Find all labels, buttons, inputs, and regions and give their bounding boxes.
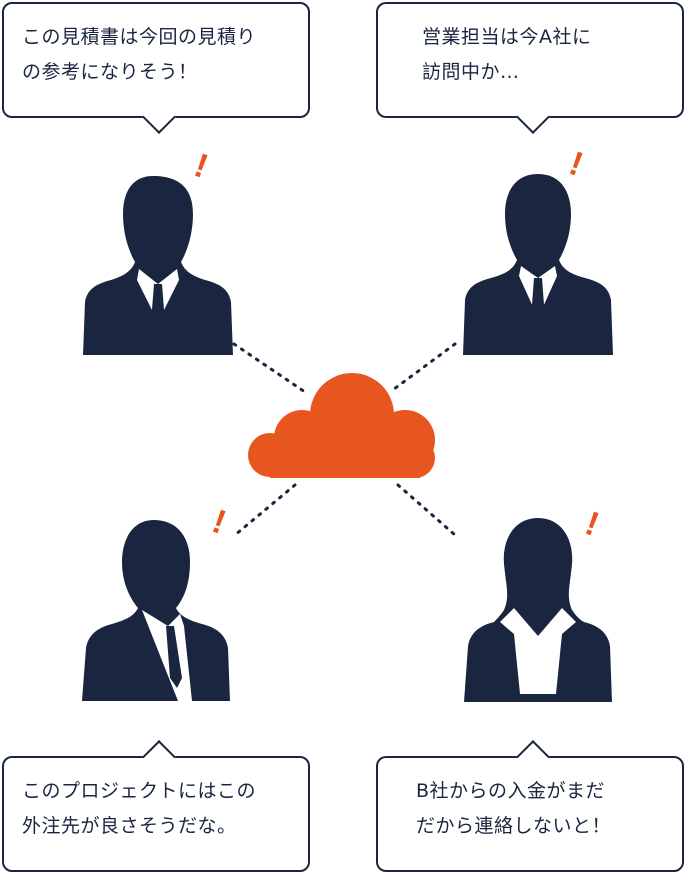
bubble-text-line-1: この見積書は今回の見積り	[22, 26, 257, 48]
business-person-icon	[463, 174, 613, 355]
bubble-text-line-1: このプロジェクトにはこの	[22, 780, 257, 802]
speech-bubble-bottom-left: このプロジェクトにはこの 外注先が良さそうだな。	[2, 740, 310, 872]
bubble-text-line-2: 訪問中か…	[422, 61, 520, 83]
exclamation-icon: !	[207, 502, 231, 542]
speech-bubble-bottom-right: B社からの入金がまだ だから連絡しないと！	[376, 740, 684, 872]
bubble-text-line-1: 営業担当は今A社に	[422, 26, 592, 48]
exclamation-icon: !	[189, 146, 213, 186]
connector-bottom-right	[396, 483, 457, 537]
business-person-icon	[83, 176, 233, 355]
exclamation-icon: !	[580, 504, 604, 544]
bubble-text-line-2: だから連絡しないと！	[416, 815, 612, 837]
connector-top-right	[388, 342, 457, 394]
bubble-text-line-1: B社からの入金がまだ	[416, 780, 606, 802]
bubble-text-line-2: 外注先が良さそうだな。	[22, 815, 237, 837]
speech-bubble-top-left: この見積書は今回の見積り の参考になりそう！	[2, 2, 310, 134]
business-person-icon	[464, 518, 612, 702]
speech-bubble-top-right: 営業担当は今A社に 訪問中か…	[376, 2, 684, 134]
cloud-icon	[248, 373, 435, 478]
exclamation-icon: !	[564, 144, 588, 184]
business-person-icon	[82, 520, 230, 701]
bubble-text-line-2: の参考になりそう！	[22, 61, 198, 83]
connector-bottom-left	[233, 483, 297, 537]
connector-top-left	[232, 342, 307, 394]
